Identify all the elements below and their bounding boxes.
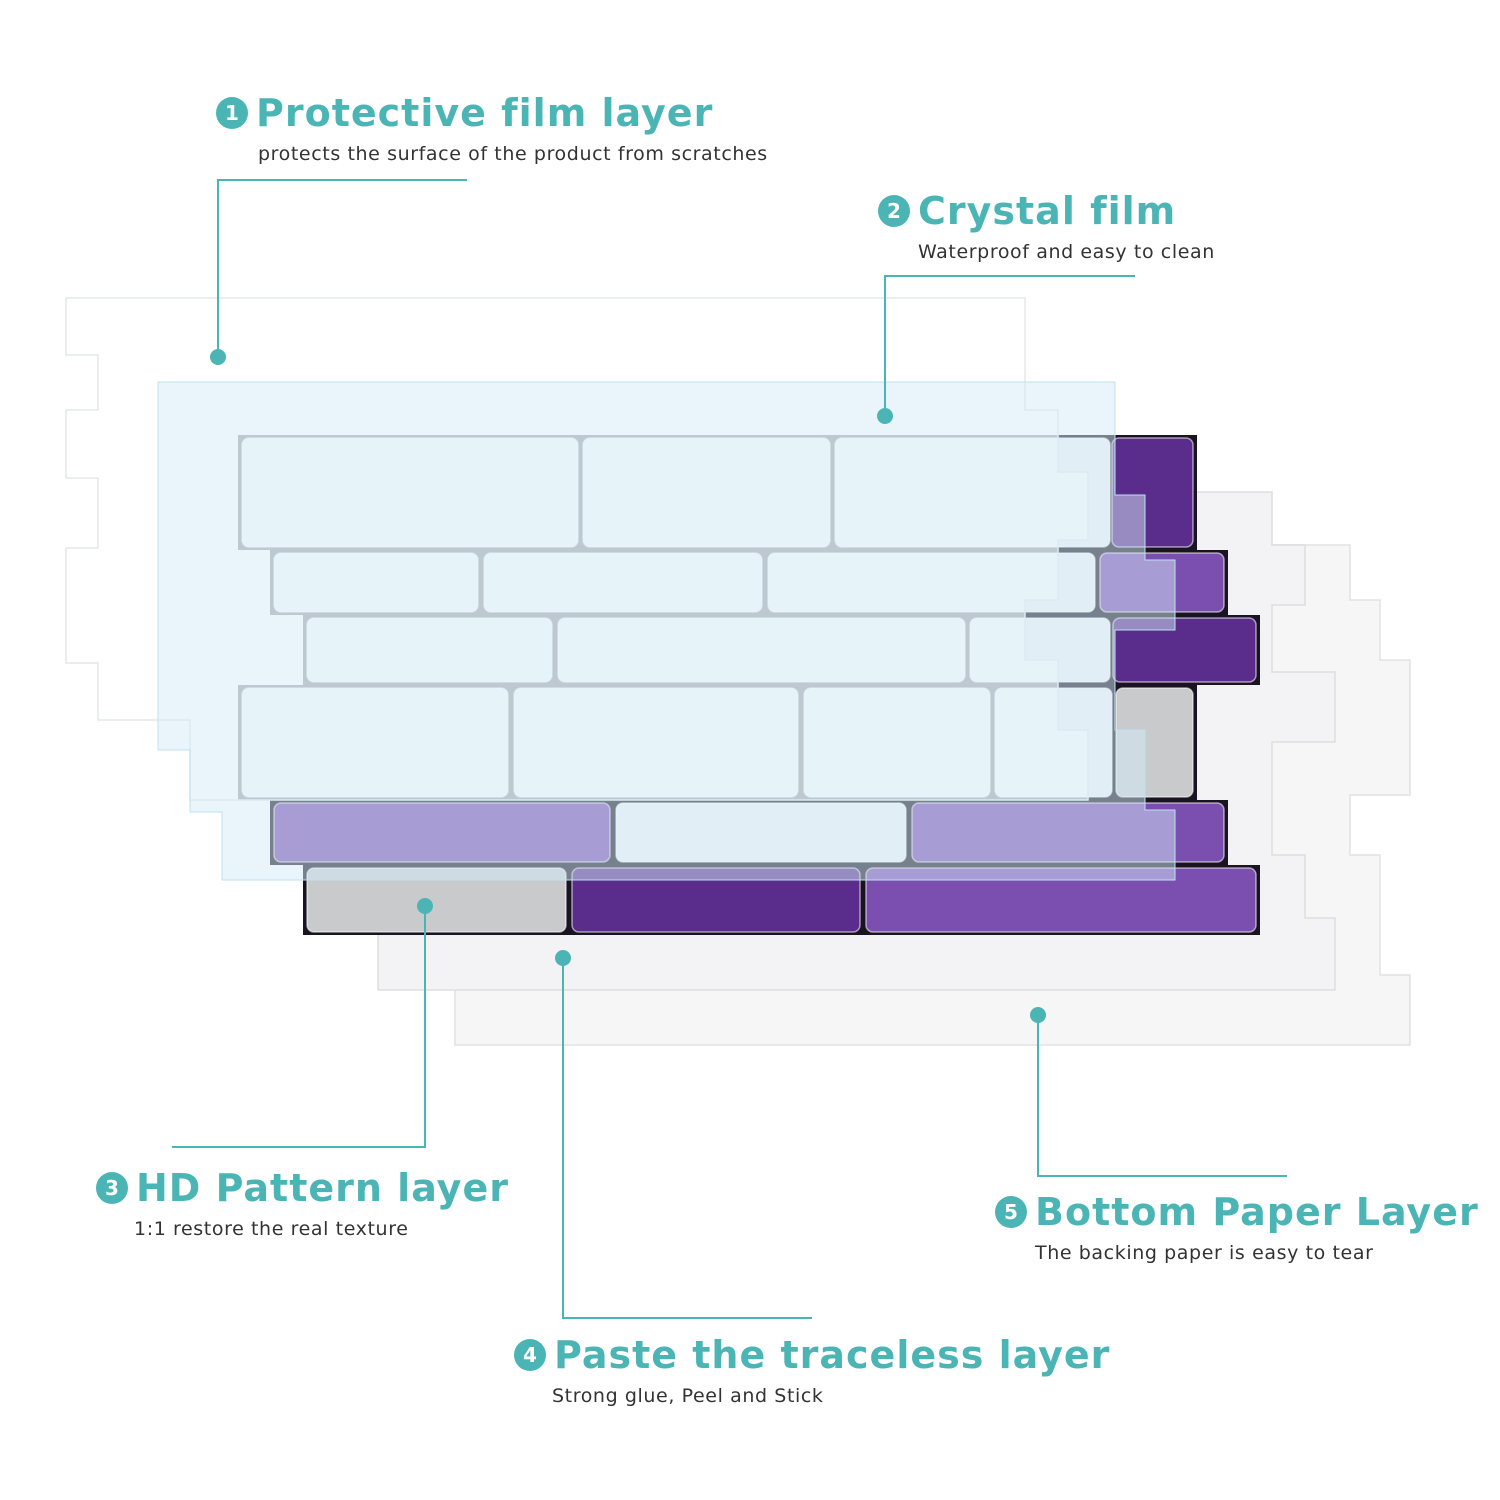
layer-title-1: Protective film layer [256, 91, 714, 135]
leader-line-1 [217, 179, 467, 357]
number-badge-4: 4 [514, 1339, 546, 1371]
layer-title-2: Crystal film [918, 189, 1177, 233]
leader-dot-3 [417, 898, 433, 914]
layer-title-row-4: 4 Paste the traceless layer [514, 1332, 1110, 1378]
layer-subtitle-3: 1:1 restore the real texture [134, 1218, 409, 1240]
leader-dot-2 [877, 408, 893, 424]
leader-line-3 [172, 906, 426, 1148]
layer-subtitle-2: Waterproof and easy to clean [918, 241, 1215, 263]
leader-line-2 [884, 275, 1135, 416]
number-badge-5: 5 [995, 1196, 1027, 1228]
layer-title-row-2: 2 Crystal film [878, 188, 1215, 234]
leader-dot-4 [555, 950, 571, 966]
layer-subtitle-4: Strong glue, Peel and Stick [552, 1385, 824, 1407]
leader-line-5 [1037, 1015, 1287, 1177]
layer-label-5: 5 Bottom Paper Layer The backing paper i… [995, 1189, 1479, 1265]
number-badge-2: 2 [878, 195, 910, 227]
leader-line-4 [562, 958, 812, 1319]
layer-title-row-3: 3 HD Pattern layer [96, 1165, 509, 1211]
crystal-film-layer [157, 381, 1176, 881]
number-badge-1: 1 [216, 97, 248, 129]
leader-dot-1 [210, 349, 226, 365]
layer-subtitle-1: protects the surface of the product from… [258, 143, 768, 165]
layer-subtitle-5: The backing paper is easy to tear [1035, 1242, 1374, 1264]
layer-title-row-5: 5 Bottom Paper Layer [995, 1189, 1479, 1235]
layer-title-4: Paste the traceless layer [554, 1333, 1111, 1377]
number-badge-3: 3 [96, 1172, 128, 1204]
layer-label-3: 3 HD Pattern layer 1:1 restore the real … [96, 1165, 509, 1241]
layer-title-5: Bottom Paper Layer [1035, 1190, 1479, 1234]
layer-label-4: 4 Paste the traceless layer Strong glue,… [514, 1332, 1110, 1408]
leader-dot-5 [1030, 1007, 1046, 1023]
layer-title-3: HD Pattern layer [136, 1166, 509, 1210]
layer-label-2: 2 Crystal film Waterproof and easy to cl… [878, 188, 1215, 264]
layer-title-row-1: 1 Protective film layer [216, 90, 768, 136]
layer-label-1: 1 Protective film layer protects the sur… [216, 90, 768, 166]
